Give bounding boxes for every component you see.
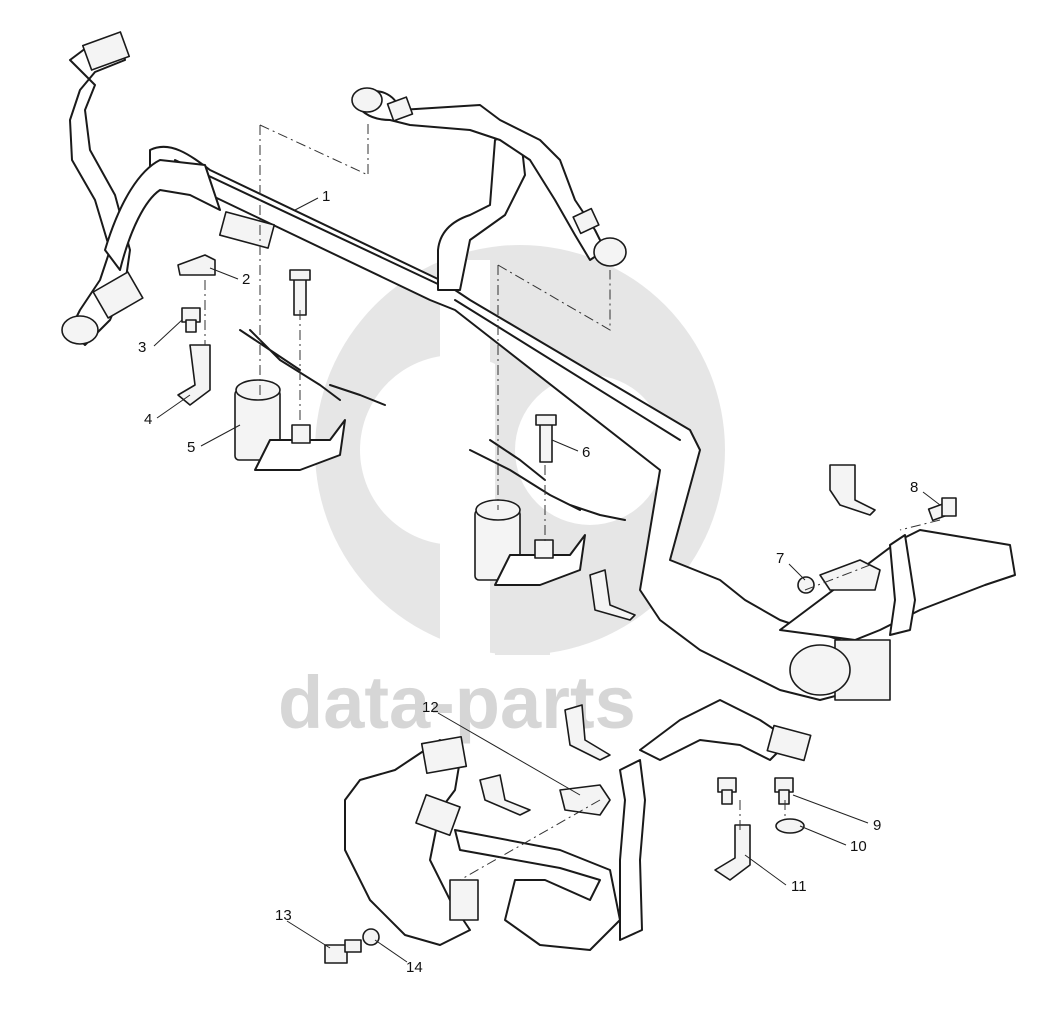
bracket-11 [714,824,751,881]
lower-left-branch [344,699,812,951]
bracket-2 [177,254,216,276]
nut-14 [362,928,380,946]
bracket-7 [819,559,881,591]
bracket-12-right [559,784,611,816]
callout-12: 12 [422,699,439,716]
bracket-4 [177,344,211,406]
callout-13: 13 [275,907,292,924]
callout-14: 14 [406,959,423,976]
bracket-12-left [479,774,531,816]
bolt-13 [324,939,362,964]
callout-6: 6 [582,444,590,461]
bolt-9 [774,777,794,805]
bracket-mid [589,569,636,621]
bracket-mid-lower [564,704,611,761]
callout-5: 5 [187,439,195,456]
bolt-6 [535,414,557,463]
callout-1: 1 [322,188,330,205]
callout-labels: 1 2 3 4 5 6 7 8 9 10 11 12 13 14 [138,188,918,976]
nut-7 [797,576,815,594]
callout-11: 11 [791,878,807,895]
alignment-lines [204,120,941,881]
callout-9: 9 [873,817,881,834]
callout-4: 4 [144,411,152,428]
washer-10 [775,818,805,834]
bolt-3 [181,307,201,333]
bolt-top [289,269,311,316]
bolt-left-lower [717,777,737,805]
callout-10: 10 [850,838,867,855]
callout-2: 2 [242,271,250,288]
callout-8: 8 [910,479,918,496]
leader-lines [153,197,941,963]
right-branch [779,529,1016,701]
bolt-8 [927,497,957,522]
callout-3: 3 [138,339,146,356]
callout-7: 7 [776,550,784,567]
bracket-right-top [829,464,876,516]
upper-left-branch [61,31,276,346]
